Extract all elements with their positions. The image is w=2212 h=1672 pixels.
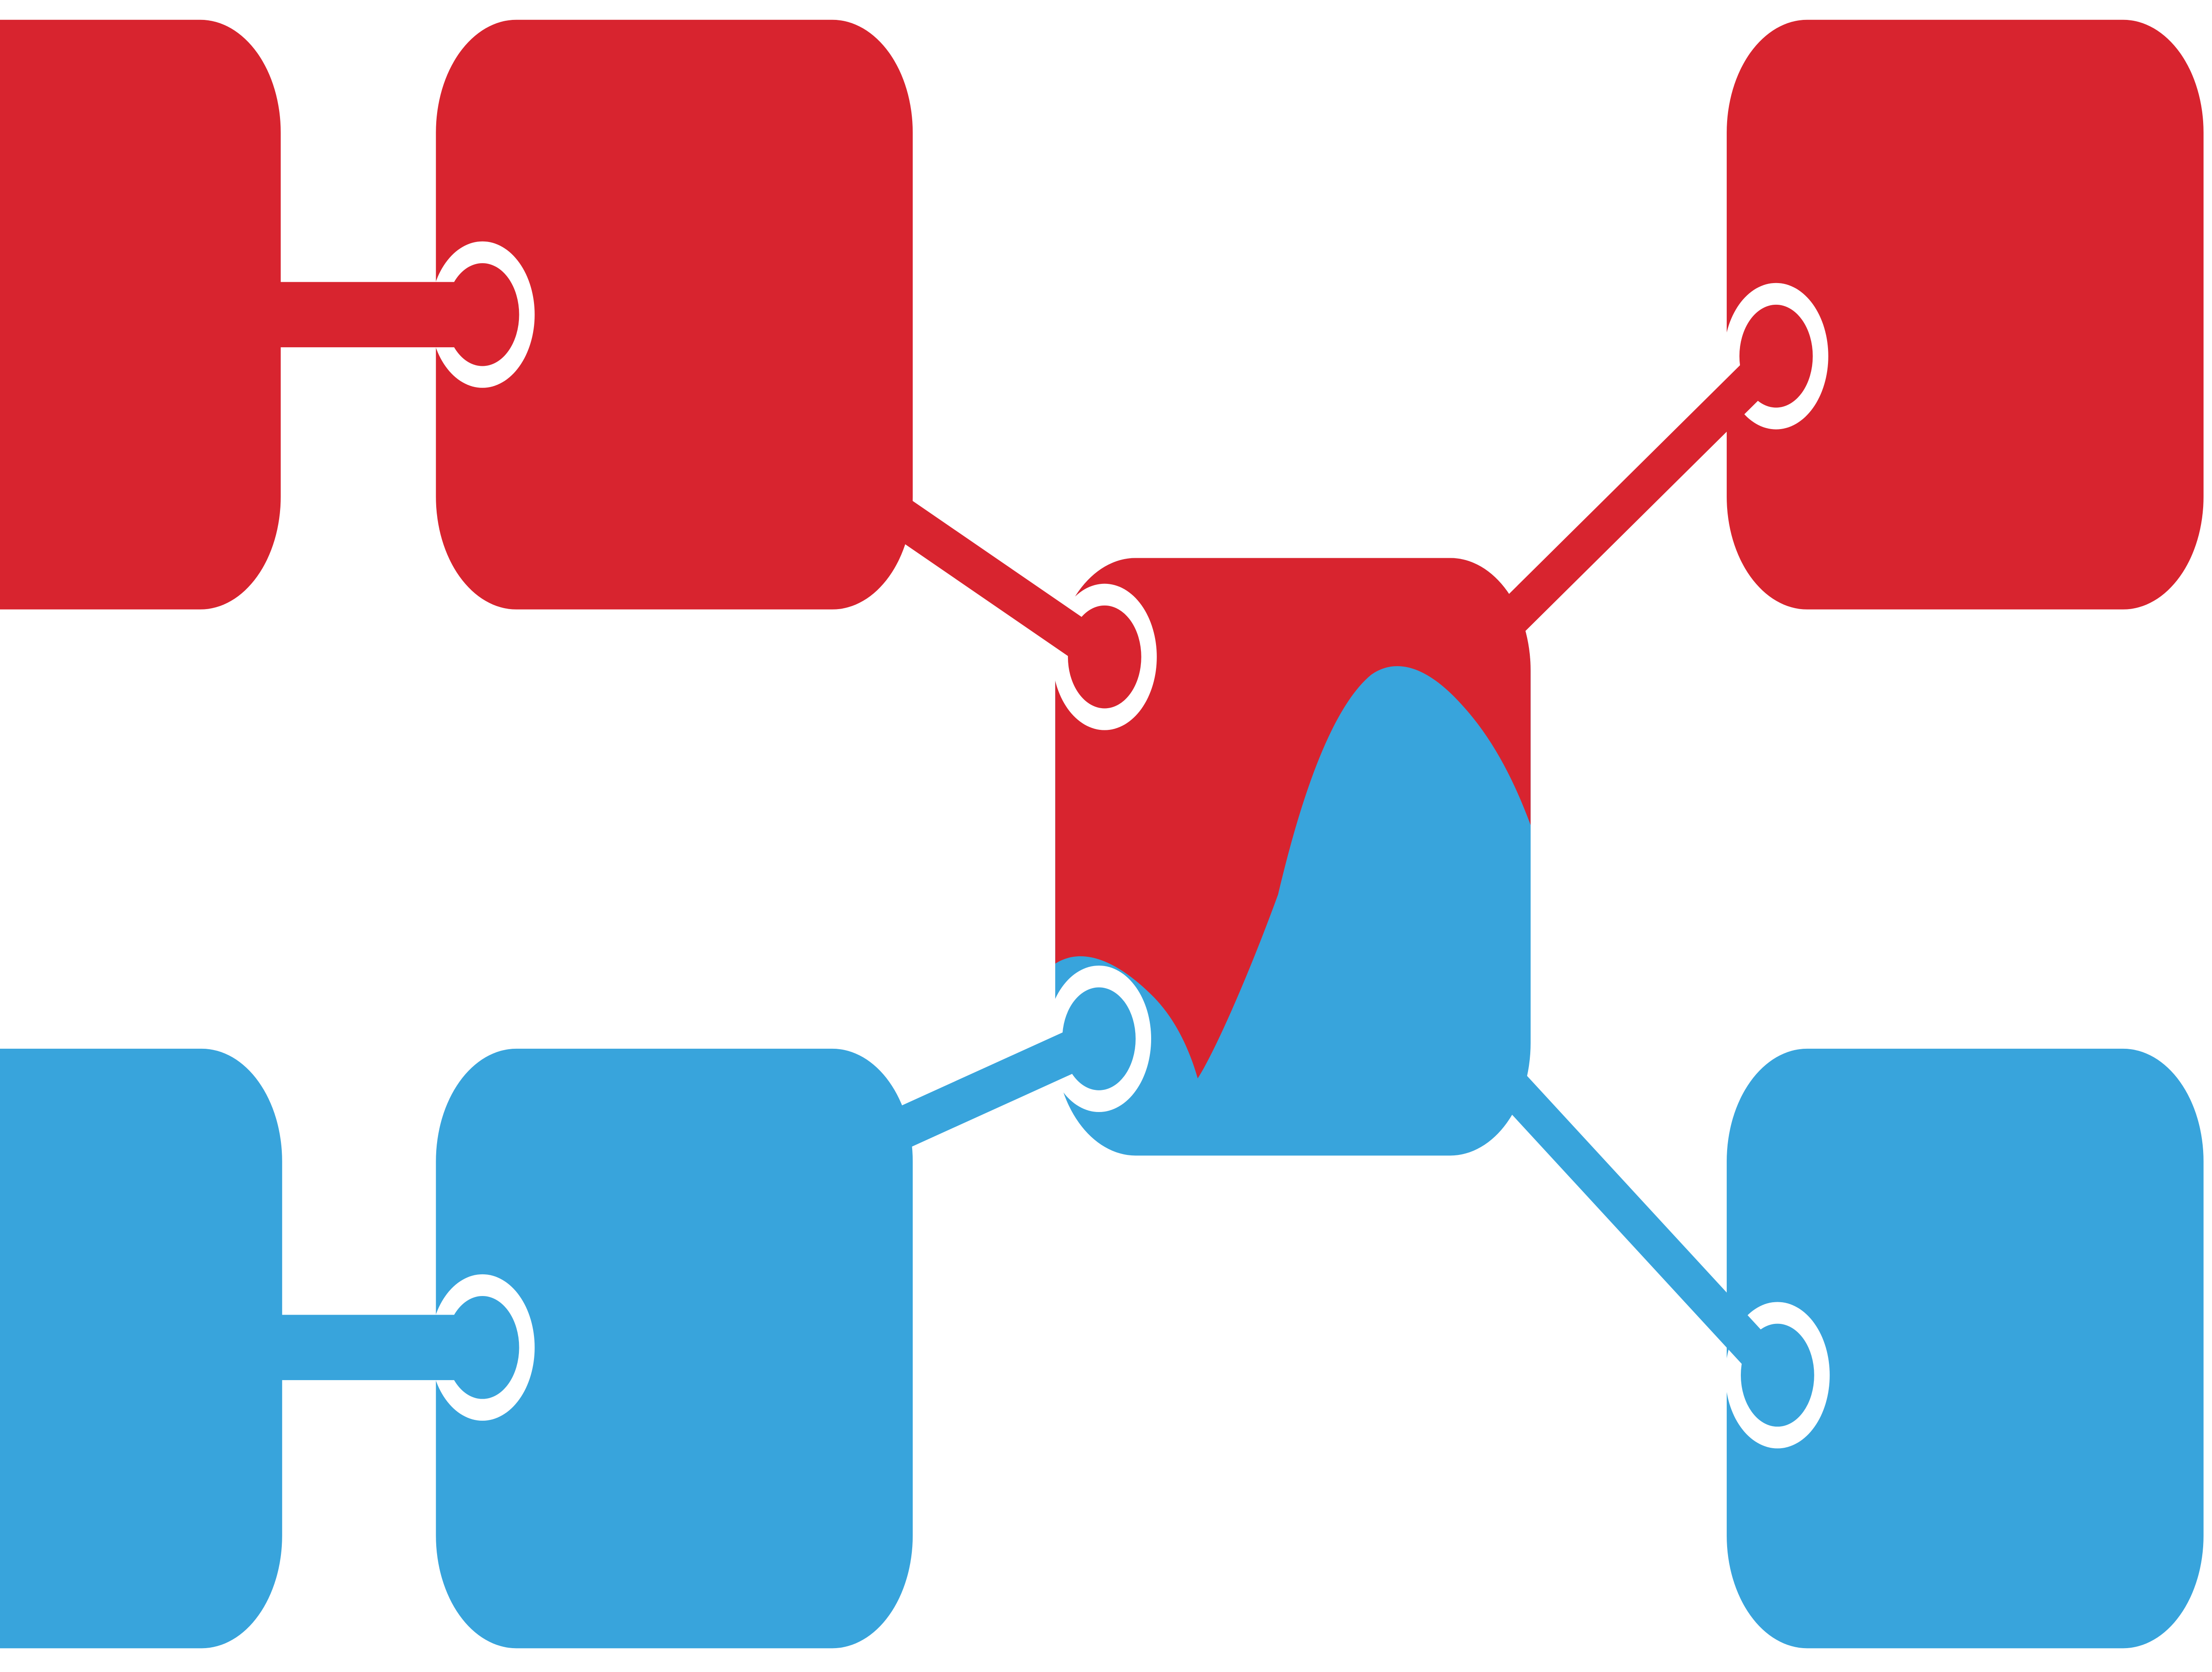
node-red-top-mid[interactable] [436,19,913,610]
port-blue-bottom-mid[interactable] [445,1296,519,1399]
node-blue-bottom-mid[interactable] [436,1048,913,1649]
link-center-to-top-right[interactable] [1503,338,1785,635]
node-center-blend[interactable] [1055,558,1531,1156]
link-red-mid-to-center[interactable] [896,499,1112,677]
blend-node-red-half [1055,558,1531,1078]
port-center-top[interactable] [1068,605,1141,709]
node-blue-bottom-left[interactable] [0,1048,282,1649]
port-center-bottom[interactable] [1062,987,1136,1090]
link-center-to-bottom-right[interactable] [1500,1067,1787,1392]
node-red-top-right[interactable] [1727,19,2204,610]
node-red-top-left[interactable] [0,19,281,610]
node-blue-bottom-right[interactable] [1727,1048,2204,1649]
port-red-top-mid[interactable] [445,263,519,366]
port-blue-bottom-right[interactable] [1740,1323,1814,1427]
port-red-top-right[interactable] [1739,304,1813,408]
